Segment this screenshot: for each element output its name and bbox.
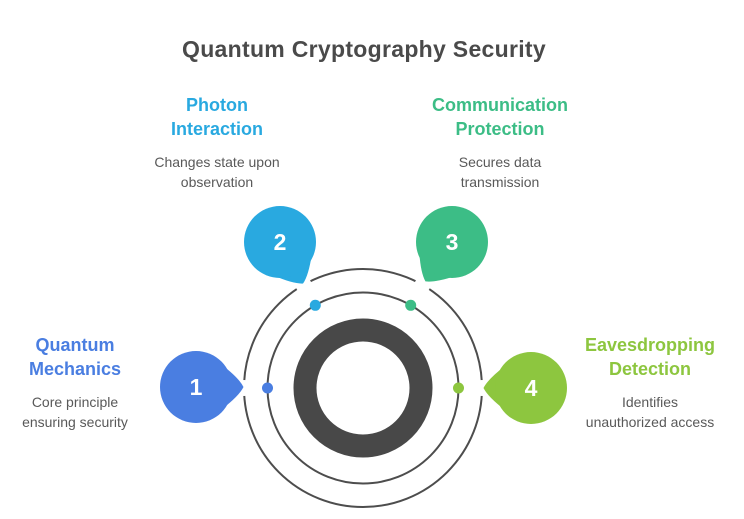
callout-description: Core principle ensuring security <box>22 394 128 430</box>
step-number: 2 <box>274 229 287 255</box>
callout-heading: Quantum Mechanics <box>28 335 122 379</box>
step-4-bubble: 4 <box>483 352 567 424</box>
callout-description: Secures data transmission <box>458 154 542 190</box>
outer-orbit-circle <box>243 268 483 508</box>
callout-heading: Eavesdropping Detection <box>584 335 716 379</box>
bubble-circle <box>244 206 316 278</box>
callout-communication-protection: Communication Protection Secures data tr… <box>400 93 600 192</box>
page-title: Quantum Cryptography Security <box>182 36 546 62</box>
step-number: 3 <box>446 229 459 255</box>
step-4-dot <box>453 382 464 394</box>
step-3-dot <box>405 299 417 311</box>
step-3-bubble: 3 <box>416 206 488 282</box>
bubble-circle <box>160 351 232 423</box>
callout-photon-interaction: Photon Interaction Changes state upon ob… <box>127 93 307 192</box>
callout-description: Identifies unauthorized access <box>585 394 715 430</box>
callout-eavesdropping-detection: Eavesdropping Detection Identifies unaut… <box>556 333 744 432</box>
step-2-bubble: 2 <box>244 206 316 284</box>
step-number: 4 <box>525 375 538 401</box>
bubble-circle <box>416 206 488 278</box>
callout-quantum-mechanics: Quantum Mechanics Core principle ensurin… <box>0 333 150 432</box>
step-2-dot <box>309 299 321 311</box>
callout-description: Changes state upon observation <box>154 154 280 190</box>
bubble-circle <box>495 352 567 424</box>
step-1-bubble: 1 <box>160 351 244 423</box>
callout-heading: Photon Interaction <box>170 95 263 139</box>
callout-heading: Communication Protection <box>431 95 568 139</box>
core-ring <box>293 318 433 458</box>
step-1-dot <box>262 382 273 394</box>
step-number: 1 <box>190 374 203 400</box>
